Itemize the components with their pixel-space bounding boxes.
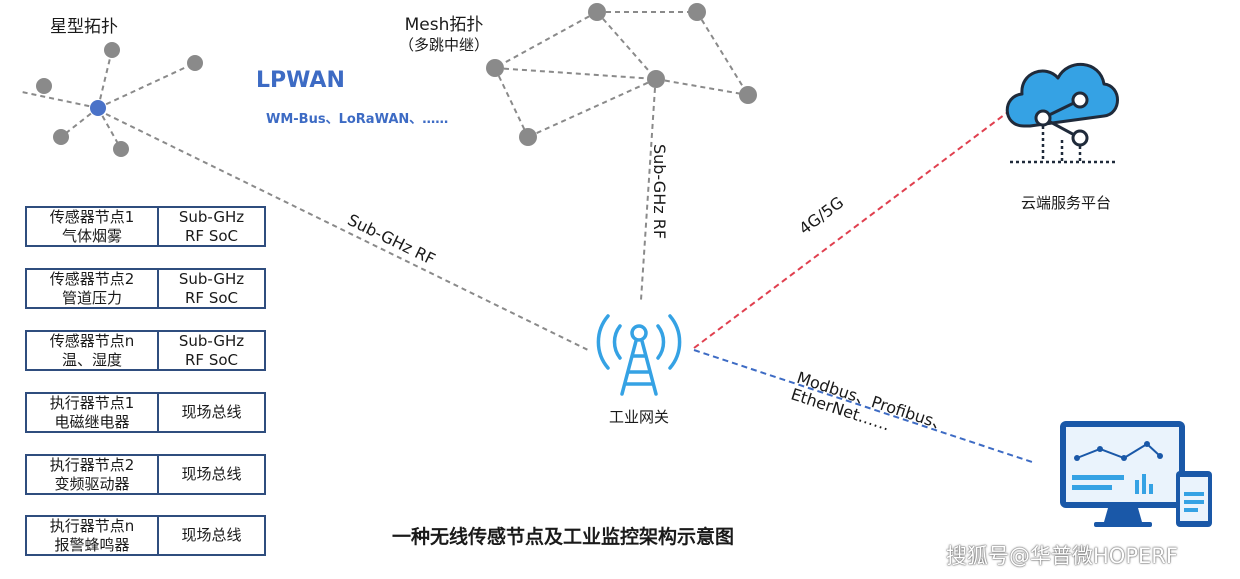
lpwan-title: LPWAN	[256, 68, 345, 93]
cloud-network-icon	[1005, 62, 1119, 164]
node-desc: 气体烟雾	[61, 226, 122, 245]
gateway-label: 工业网关	[608, 408, 669, 426]
mesh-topology-subtitle: （多跳中继）	[398, 36, 489, 54]
mesh-node	[519, 128, 537, 146]
star-node	[187, 55, 203, 71]
star-node	[53, 129, 69, 145]
mesh-topology-links	[494, 11, 749, 138]
mesh-topology-title: Mesh拓扑	[404, 15, 484, 35]
star-topology-links	[21, 49, 196, 150]
node-tech: Sub-GHz	[178, 331, 245, 350]
mesh-topology-nodes	[486, 3, 757, 146]
star-topology-nodes	[36, 42, 203, 157]
star-topology-title: 星型拓扑	[50, 17, 118, 37]
node-desc: 电磁继电器	[54, 412, 130, 431]
monitor-dashboard-icon	[1060, 421, 1212, 527]
mesh-node	[647, 70, 665, 88]
node-name: 执行器节点1	[49, 393, 135, 412]
cloud-label: 云端服务平台	[1020, 194, 1111, 212]
node-tech-sub: RF SoC	[185, 226, 238, 245]
antenna-tower-icon	[596, 314, 682, 396]
star-node	[113, 141, 129, 157]
node-tech-sub: RF SoC	[185, 288, 238, 307]
mesh-node	[739, 86, 757, 104]
mesh-node	[688, 3, 706, 21]
node-desc: 温、湿度	[61, 350, 122, 369]
node-desc: 变频驱动器	[54, 474, 130, 493]
node-name: 传感器节点2	[49, 269, 135, 288]
star-center-node	[90, 100, 106, 116]
node-tech: 现场总线	[181, 526, 242, 544]
mesh-node	[588, 3, 606, 21]
diagram-title: 一种无线传感节点及工业监控架构示意图	[392, 526, 735, 548]
node-tech: 现场总线	[181, 403, 242, 421]
node-tech: Sub-GHz	[178, 207, 245, 226]
node-tech-sub: RF SoC	[185, 350, 238, 369]
node-tech: Sub-GHz	[178, 269, 245, 288]
star-node	[104, 42, 120, 58]
watermark: 搜狐号@华普微HOPERF	[946, 544, 1178, 568]
node-name: 执行器节点2	[49, 455, 135, 474]
node-desc: 管道压力	[61, 288, 122, 307]
node-name: 传感器节点n	[49, 331, 135, 350]
node-desc: 报警蜂鸣器	[54, 535, 130, 554]
node-name: 传感器节点1	[49, 207, 135, 226]
mesh-node	[486, 59, 504, 77]
lpwan-subtitle: WM-Bus、LoRaWAN、……	[266, 112, 449, 127]
node-name: 执行器节点n	[49, 516, 135, 535]
node-tech: 现场总线	[181, 465, 242, 483]
star-node	[36, 78, 52, 94]
mesh-link-label: Sub-GHz RF	[650, 143, 670, 240]
gateway-to-cloud-link	[693, 111, 1009, 349]
